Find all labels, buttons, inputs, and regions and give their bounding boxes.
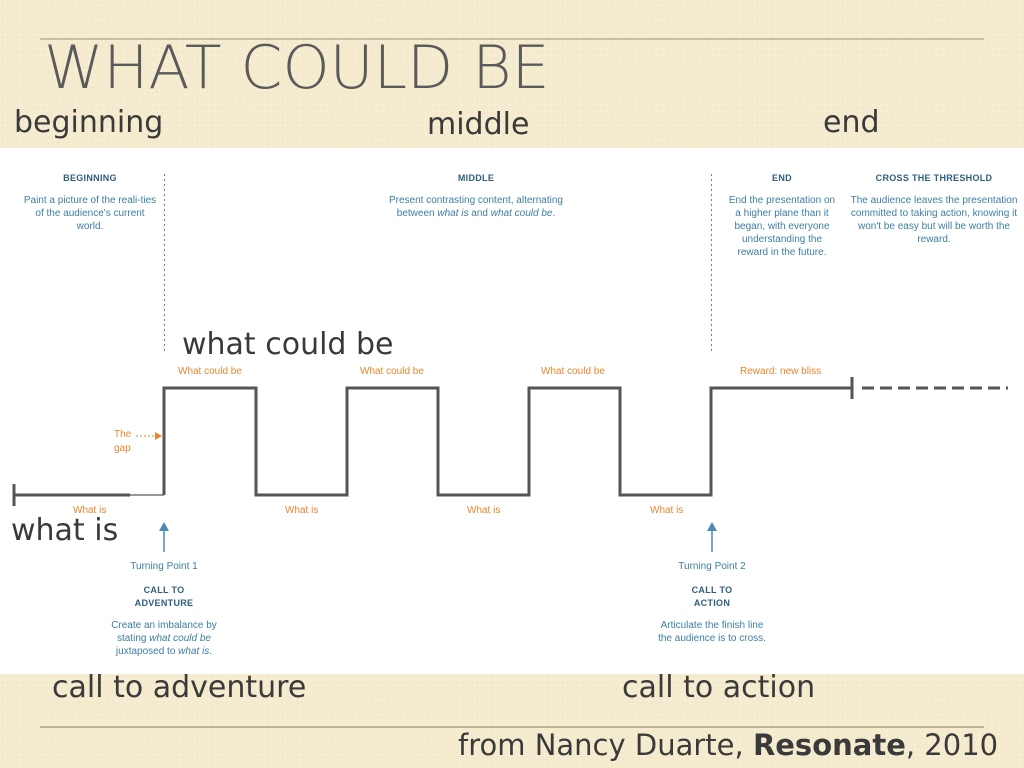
credit-line: from Nancy Duarte, Resonate, 2010 — [458, 728, 999, 762]
high-label-2: What could be — [360, 366, 424, 377]
label-what-is: what is — [11, 513, 119, 548]
top-rule — [40, 38, 984, 40]
slide-title: WHAT COULD BE — [44, 33, 550, 103]
desc-beginning: Paint a picture of the reali-ties of the… — [23, 195, 157, 232]
tp1-arrow-head — [159, 522, 169, 531]
desc-cross-threshold: The audience leaves the presentation com… — [850, 195, 1018, 245]
label-beginning: beginning — [14, 105, 164, 140]
tp1-text: Create an imbalance by stating what coul… — [111, 620, 217, 657]
desc-end: End the presentation on a higher plane t… — [728, 195, 836, 258]
desc-middle: Present contrasting content, alternating… — [389, 195, 563, 219]
label-call-to-action: call to action — [622, 670, 816, 705]
high-label-3: What could be — [541, 366, 605, 377]
tp1-label: Turning Point 1 — [130, 561, 198, 572]
heading-middle: MIDDLE — [457, 173, 495, 183]
gap-label-line2: gap — [114, 443, 131, 454]
square-wave — [162, 386, 852, 497]
heading-beginning: BEGINNING — [63, 173, 117, 183]
diagram-panel: BEGINNING Paint a picture of the reali-t… — [0, 148, 1024, 674]
low-label-3: What is — [467, 505, 501, 516]
tp2-arrow-head — [707, 522, 717, 531]
gap-arrow-head — [155, 432, 162, 440]
tp2-label: Turning Point 2 — [678, 561, 746, 572]
gap-label-line1: The — [114, 429, 132, 440]
low-label-1: What is — [73, 505, 107, 516]
reward-label: Reward: new bliss — [740, 366, 822, 377]
bottom-rule — [40, 726, 984, 728]
label-end: end — [823, 105, 880, 140]
tp2-heading-line2: ACTION — [693, 598, 731, 608]
low-label-4: What is — [650, 505, 684, 516]
label-what-could-be: what could be — [182, 327, 394, 362]
label-call-to-adventure: call to adventure — [52, 670, 307, 705]
heading-cross-threshold: CROSS THE THRESHOLD — [875, 173, 993, 183]
heading-end: END — [772, 173, 792, 183]
diagram-graphic — [12, 174, 1008, 552]
tp1-heading-line2: ADVENTURE — [134, 598, 194, 608]
high-label-1: What could be — [178, 366, 242, 377]
low-label-2: What is — [285, 505, 319, 516]
tp2-text: Articulate the finish line the audience … — [658, 620, 766, 644]
tp1-heading-line1: CALL TO — [143, 585, 185, 595]
tp2-heading-line1: CALL TO — [691, 585, 733, 595]
label-middle: middle — [427, 107, 530, 142]
